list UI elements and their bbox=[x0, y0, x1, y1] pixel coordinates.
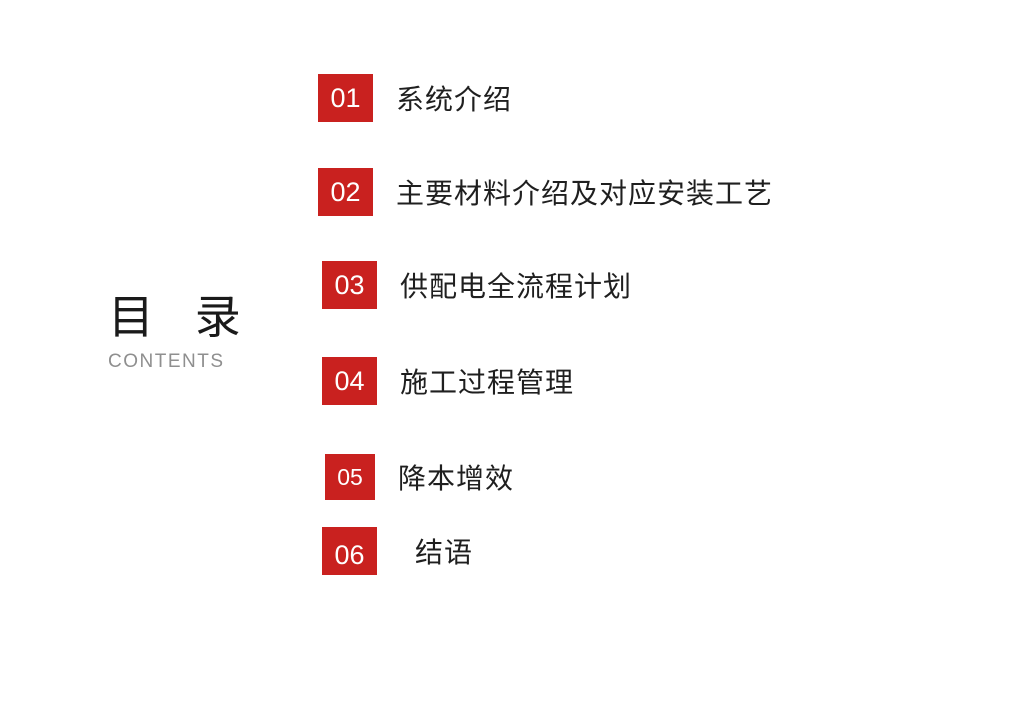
toc-item-2: 02 主要材料介绍及对应安装工艺 bbox=[318, 168, 773, 216]
toc-item-6: 06 结语 bbox=[322, 527, 473, 575]
toc-title: 目 录 bbox=[108, 291, 255, 343]
toc-item-6-label: 结语 bbox=[415, 537, 474, 568]
toc-item-1: 01 系统介绍 bbox=[318, 74, 512, 122]
toc-item-1-label: 系统介绍 bbox=[396, 84, 513, 115]
toc-item-4-number-badge: 04 bbox=[322, 357, 377, 405]
toc-item-3: 03 供配电全流程计划 bbox=[322, 261, 632, 309]
toc-item-6-number-badge: 06 bbox=[322, 527, 377, 575]
toc-item-2-number-badge: 02 bbox=[318, 168, 373, 216]
toc-item-5: 05 降本增效 bbox=[325, 454, 514, 500]
toc-item-5-number-badge: 05 bbox=[325, 454, 375, 500]
toc-item-1-number-badge: 01 bbox=[318, 74, 373, 122]
toc-item-3-number-badge: 03 bbox=[322, 261, 377, 309]
toc-title-block: 目 录 CONTENTS bbox=[108, 292, 308, 373]
toc-item-3-label: 供配电全流程计划 bbox=[400, 271, 633, 302]
toc-list: 01 系统介绍 02 主要材料介绍及对应安装工艺 03 供配电全流程计划 04 … bbox=[318, 0, 958, 709]
toc-item-2-label: 主要材料介绍及对应安装工艺 bbox=[396, 178, 774, 209]
toc-item-4-label: 施工过程管理 bbox=[400, 367, 575, 398]
toc-item-4: 04 施工过程管理 bbox=[322, 357, 574, 405]
toc-item-5-label: 降本增效 bbox=[398, 463, 515, 494]
toc-subtitle: CONTENTS bbox=[108, 350, 225, 372]
